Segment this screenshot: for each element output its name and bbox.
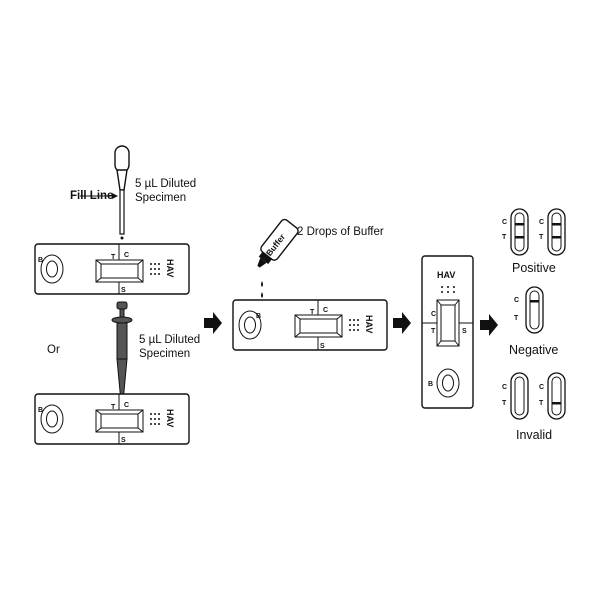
buffer-drops-label: 2 Drops of Buffer [297,226,384,238]
buffer-bottle: Buffer [257,218,299,268]
cassette-middle-well-letter: B [256,313,261,320]
cassette-vertical-t-letter: T [431,328,436,335]
cassette-bottom-brand: HAV [165,409,175,427]
cassette-middle-c-letter: C [323,307,328,314]
buffer-drop-2 [261,292,263,298]
result-positive-strip-1: C T [502,208,529,256]
cassette-top-c-letter: C [124,252,129,259]
result-positive-2-t: T [539,234,544,241]
cassette-top: B T C S HAV [34,243,190,295]
result-invalid-strip-2: C T [539,372,566,420]
dropper-label-line2: Specimen [135,192,186,204]
dropper-label-line1: 5 µL Diluted [135,178,196,190]
result-invalid-strip-1: C T [502,372,529,420]
cassette-vertical-well-letter: B [428,381,433,388]
cassette-vertical: HAV C T S B [421,255,474,409]
cassette-middle-brand: HAV [364,315,374,333]
result-invalid-1-t: T [502,400,507,407]
cassette-bottom-c-letter: C [124,402,129,409]
cassette-middle-t-letter: T [310,309,315,316]
cassette-bottom: B T C S HAV [34,393,190,445]
arrow-right-icon [480,314,498,336]
result-positive-label: Positive [512,261,556,275]
arrow-right-icon [393,312,411,334]
dropper [114,145,130,240]
fill-line-label: Fill Line [70,190,113,202]
result-negative-strip: C T [514,286,544,334]
cassette-vertical-c-letter: C [431,311,436,318]
result-negative-t: T [514,315,519,322]
pipette [111,301,133,403]
cassette-top-s-letter: S [121,287,126,294]
result-invalid-1-c: C [502,384,507,391]
cassette-top-well-letter: B [38,257,43,264]
buffer-drop-1 [261,281,263,287]
result-invalid-label: Invalid [516,428,552,442]
pipette-label-line2: Specimen [139,348,190,360]
result-positive-2-c: C [539,219,544,226]
result-negative-label: Negative [509,343,558,357]
cassette-bottom-s-letter: S [121,437,126,444]
pipette-label-line1: 5 µL Diluted [139,334,200,346]
cassette-vertical-s-letter: S [462,328,467,335]
cassette-vertical-brand: HAV [437,270,455,280]
result-invalid-2-t: T [539,400,544,407]
result-negative-c: C [514,297,519,304]
cassette-middle: B T C S HAV [232,299,388,351]
arrow-right-icon [204,312,222,334]
result-positive-strip-2: C T [539,208,566,256]
cassette-top-brand: HAV [165,259,175,277]
result-invalid-2-c: C [539,384,544,391]
result-positive-1-t: T [502,234,507,241]
cassette-top-t-letter: T [111,254,116,261]
cassette-bottom-t-letter: T [111,404,116,411]
result-positive-1-c: C [502,219,507,226]
cassette-middle-s-letter: S [320,343,325,350]
cassette-bottom-well-letter: B [38,407,43,414]
or-label: Or [47,344,60,356]
